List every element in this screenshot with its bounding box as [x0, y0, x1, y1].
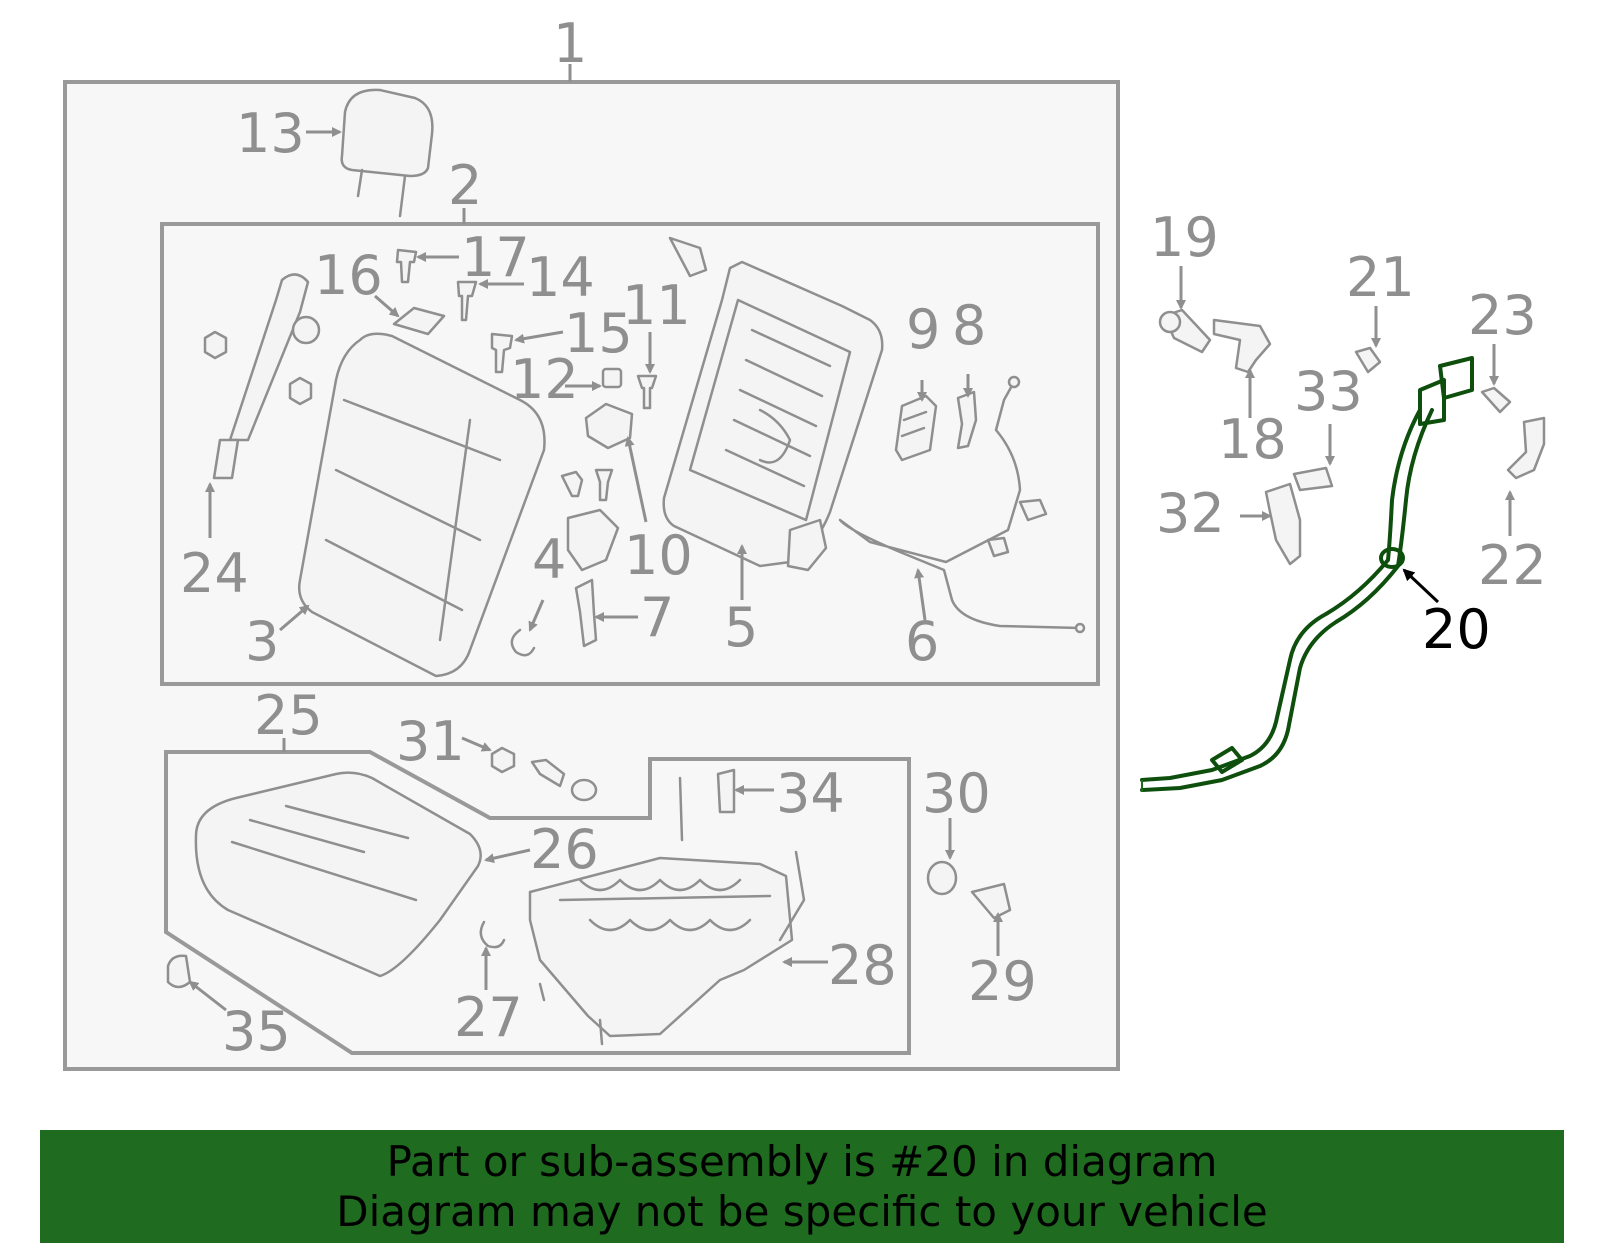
callout-33: 33 [1294, 360, 1363, 423]
small-hardware [392, 248, 658, 657]
callout-23: 23 [1468, 284, 1537, 347]
callout-31: 31 [396, 710, 465, 773]
trim-clips [894, 390, 978, 462]
callout-32: 32 [1156, 482, 1225, 545]
seat-back-frame-part [662, 236, 884, 572]
callout-18: 18 [1218, 408, 1287, 471]
callout-17: 17 [461, 226, 530, 289]
callout-numbers: 1 2 13 16 17 14 15 11 12 9 8 24 3 4 10 7… [180, 12, 1547, 1063]
wiring-harness-20 [1140, 356, 1474, 792]
seat-cushion-frame-part [528, 768, 806, 1046]
callout-15: 15 [564, 302, 633, 365]
callout-22: 22 [1478, 534, 1547, 597]
callout-21: 21 [1346, 246, 1415, 309]
callout-12: 12 [510, 348, 579, 411]
callout-7: 7 [640, 586, 674, 649]
callout-10: 10 [624, 524, 693, 587]
callout-30: 30 [922, 762, 991, 825]
part-info-banner: Part or sub-assembly is #20 in diagram D… [40, 1130, 1564, 1243]
callout-4: 4 [532, 528, 566, 591]
callout-35: 35 [222, 1000, 291, 1063]
seat-back-cover [298, 332, 546, 678]
cushion-hardware [166, 746, 1012, 989]
callout-29: 29 [968, 950, 1037, 1013]
callout-26: 26 [530, 818, 599, 881]
callout-1: 1 [553, 12, 587, 75]
callout-34: 34 [776, 762, 845, 825]
leader-arrows [188, 127, 1515, 1012]
callout-14: 14 [526, 246, 595, 309]
callout-5: 5 [724, 596, 758, 659]
banner-disclaimer-line: Diagram may not be specific to your vehi… [336, 1186, 1268, 1236]
headrest [340, 88, 434, 218]
callout-27: 27 [454, 986, 523, 1049]
seat-cushion-frame [164, 750, 911, 1055]
callout-28: 28 [828, 934, 897, 997]
callout-16: 16 [314, 244, 383, 307]
side-brackets [1158, 308, 1546, 566]
banner-part-line: Part or sub-assembly is #20 in diagram [386, 1136, 1218, 1186]
callout-19: 19 [1150, 206, 1219, 269]
seat-belt [203, 273, 321, 480]
callout-25: 25 [254, 684, 323, 747]
callout-6: 6 [905, 610, 939, 673]
callout-24: 24 [180, 542, 249, 605]
callout-3: 3 [245, 610, 279, 673]
release-cable [838, 375, 1086, 634]
callout-8: 8 [952, 294, 986, 357]
callout-20: 20 [1422, 598, 1491, 661]
seat-cushion [194, 771, 482, 978]
callout-2: 2 [448, 154, 482, 217]
seat-back-frame [160, 222, 1100, 686]
callout-11: 11 [622, 274, 691, 337]
callout-13: 13 [236, 102, 305, 165]
callout-9: 9 [906, 298, 940, 361]
